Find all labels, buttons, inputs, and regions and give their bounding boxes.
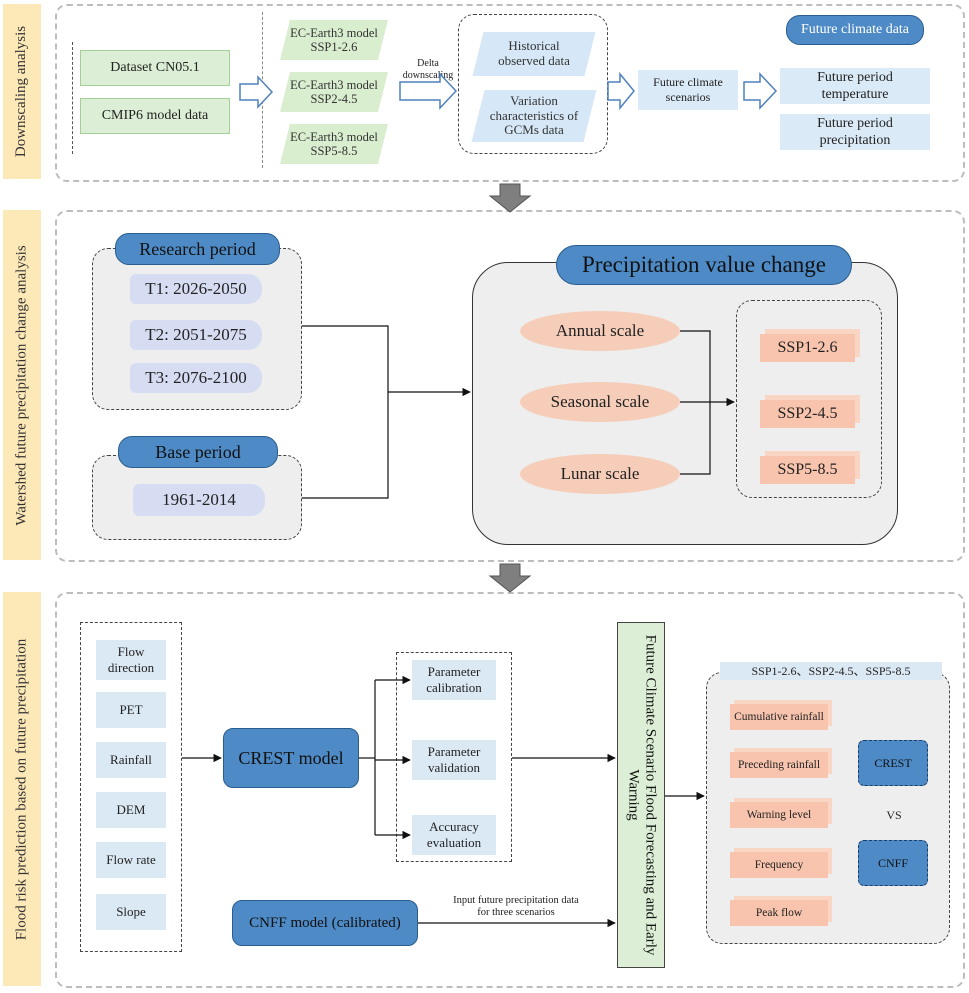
dataset-group-bracket [72, 42, 73, 154]
section-downscaling [55, 4, 965, 182]
section-label-text: Downscaling analysis [13, 25, 30, 158]
model-ssp585: EC-Earth3 model SSP5-8.5 [285, 124, 383, 164]
result-preceding-rainfall: Preceding rainfall [730, 752, 828, 778]
section-label-downscaling: Downscaling analysis [3, 4, 41, 179]
step-accuracy-evaluation: Accuracy evaluation [412, 815, 496, 855]
crest-compare-box: CREST [858, 740, 928, 786]
input-slope: Slope [96, 894, 166, 930]
future-climate-scenarios: Future climate scenarios [638, 70, 738, 110]
annual-scale: Annual scale [520, 311, 680, 351]
down-arrow-2 [488, 563, 532, 593]
cnff-model-box: CNFF model (calibrated) [232, 900, 418, 946]
period-t3: T3: 2076-2100 [130, 363, 262, 393]
result-frequency: Frequency [730, 852, 828, 878]
result-cumulative-rainfall: Cumulative rainfall [730, 704, 828, 730]
section-label-precipitation: Watershed future precipitation change an… [3, 210, 41, 560]
model-group-bracket [262, 12, 263, 168]
input-note: Input future precipitation data for thre… [453, 895, 579, 919]
parameter-steps-group [396, 652, 512, 862]
model-ssp126: EC-Earth3 model SSP1-2.6 [285, 20, 383, 60]
forecast-warning-box: Future Climate Scenario Flood Forecastin… [617, 622, 665, 968]
ssp245-box: SSP2-4.5 [760, 400, 855, 428]
section-flood-risk [55, 592, 965, 988]
base-period-value: 1961-2014 [133, 484, 265, 516]
input-flow-direction: Flow direction [96, 640, 166, 680]
research-period-title: Research period [115, 233, 280, 265]
input-dem: DEM [96, 792, 166, 828]
lunar-scale: Lunar scale [520, 454, 680, 494]
step-parameter-validation: Parameter validation [412, 740, 496, 780]
delta-downscaling-label: Delta downscaling [402, 58, 454, 81]
future-temperature-box: Future period temperature [780, 68, 930, 104]
gcm-variation-data: Variation characteristics of GCMs data [478, 90, 590, 142]
ssp-header: SSP1-2.6、SSP2-4.5、SSP5-8.5 [720, 662, 942, 680]
vs-label: VS [886, 808, 902, 822]
model-ssp245: EC-Earth3 model SSP2-4.5 [285, 72, 383, 112]
crest-model-box: CREST model [223, 728, 359, 788]
result-warning-level: Warning level [730, 802, 828, 828]
section-label-flood: Flood risk prediction based on future pr… [3, 592, 41, 986]
section-label-text: Watershed future precipitation change an… [13, 244, 30, 526]
cmip6-data-box: CMIP6 model data [80, 98, 230, 134]
ssp-group [736, 300, 882, 498]
step-parameter-calibration: Parameter calibration [412, 660, 496, 700]
forecast-warning-title: Future Climate Scenario Flood Forecastin… [625, 634, 659, 956]
result-peak-flow: Peak flow [730, 900, 828, 926]
future-precipitation-box: Future period precipitation [780, 114, 930, 150]
seasonal-scale: Seasonal scale [520, 382, 680, 422]
period-t1: T1: 2026-2050 [130, 274, 262, 304]
input-rainfall: Rainfall [96, 742, 166, 778]
model-inputs-group [80, 622, 182, 952]
input-pet: PET [96, 692, 166, 728]
base-period-title: Base period [118, 436, 278, 468]
input-flow-rate: Flow rate [96, 842, 166, 878]
ssp126-box: SSP1-2.6 [760, 334, 855, 362]
future-climate-data-title: Future climate data [786, 15, 924, 45]
cnff-compare-box: CNFF [858, 840, 928, 886]
ssp585-box: SSP5-8.5 [760, 456, 855, 484]
section-label-text: Flood risk prediction based on future pr… [13, 638, 30, 940]
precipitation-change-title: Precipitation value change [556, 245, 852, 285]
dataset-cn05-box: Dataset CN05.1 [80, 50, 230, 86]
down-arrow-1 [488, 183, 532, 213]
period-t2: T2: 2051-2075 [130, 320, 262, 350]
historical-observed-data: Historical observed data [478, 32, 590, 76]
